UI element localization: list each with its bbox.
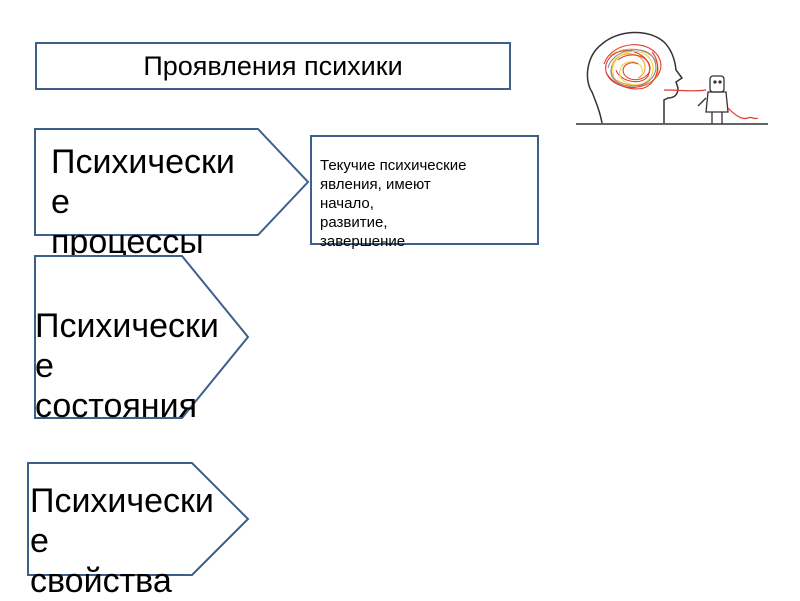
arrow-label-properties: Психически е свойства — [30, 481, 214, 601]
head-with-tangled-thoughts-icon — [572, 20, 772, 130]
